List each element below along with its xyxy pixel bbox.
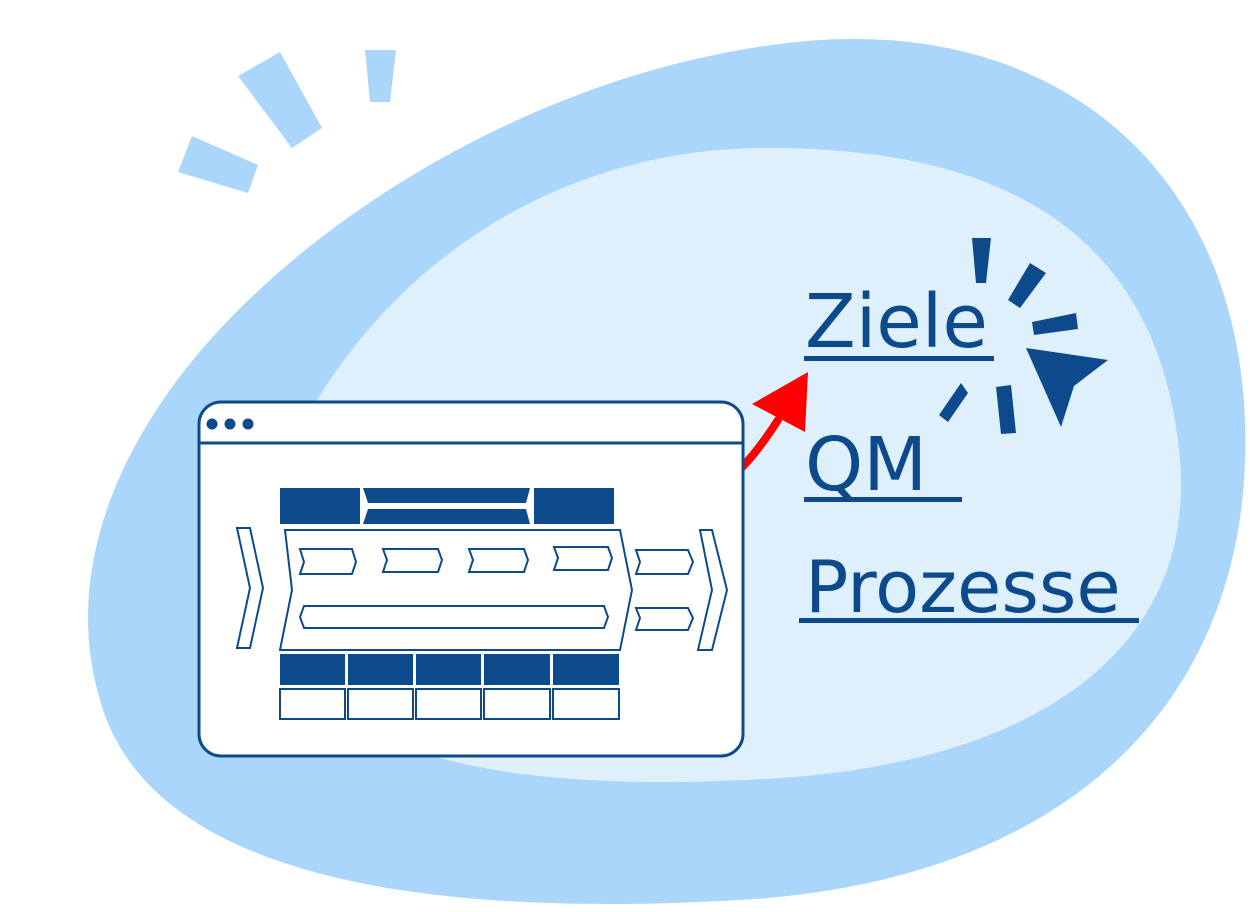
link-prozesse[interactable]: Prozesse (799, 545, 1139, 629)
link-underline (799, 618, 1139, 623)
process-chevron (696, 529, 729, 651)
header-block (363, 509, 530, 524)
process-step (634, 549, 695, 575)
header-block (534, 488, 614, 524)
header-block (280, 488, 360, 524)
link-label: QM (805, 422, 927, 508)
header-block (363, 488, 530, 503)
link-ziele[interactable]: Ziele (804, 279, 994, 365)
link-qm[interactable]: QM (804, 422, 962, 508)
process-chevron (235, 527, 265, 649)
process-step (381, 548, 444, 573)
process-bar (298, 605, 610, 629)
browser-window (197, 400, 745, 758)
process-step (298, 548, 358, 575)
link-label: Prozesse (805, 545, 1121, 629)
cursor-arrow-icon (1026, 348, 1108, 427)
process-step (467, 548, 530, 573)
table-row (279, 688, 620, 720)
process-step (634, 607, 695, 631)
three-dots-icon (206, 418, 254, 430)
process-step (552, 546, 614, 571)
sparkle-burst-icon (178, 50, 396, 193)
process-frame (278, 529, 634, 651)
link-underline (804, 497, 962, 502)
link-underline (804, 356, 994, 361)
sparkle-burst-icon (939, 238, 1078, 434)
link-label: Ziele (805, 279, 988, 365)
table-header-row (280, 654, 619, 685)
